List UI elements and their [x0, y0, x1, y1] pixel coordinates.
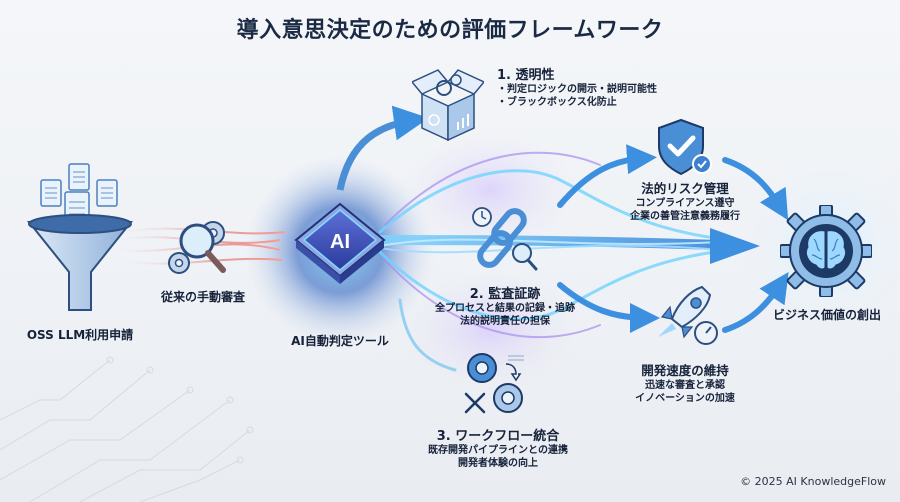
- outcome-point: 企業の善管注意義務履行: [630, 211, 740, 222]
- output-label: ビジネス価値の創出: [772, 308, 881, 322]
- open-box-gears-icon: [412, 69, 484, 142]
- criterion-point: ・判定ロジックの開示・説明可能性: [497, 84, 657, 95]
- criterion-title: 監査証跡: [488, 287, 541, 302]
- input-label: OSS LLM利用申請: [26, 328, 134, 342]
- criterion-point: 既存開発パイプラインとの連携: [428, 445, 568, 456]
- criterion-title: 透明性: [515, 68, 555, 83]
- manual-review-label: 従来の手動審査: [160, 290, 245, 304]
- criterion-number: 3.: [436, 429, 451, 444]
- criterion-workflow-integration: 3. ワークフロー統合 既存開発パイプラインとの連携 開発者体験の向上: [418, 425, 578, 470]
- criterion-point: 全プロセスと結果の記録・追跡: [435, 303, 575, 314]
- outcome-point: イノベーションの加速: [635, 393, 735, 404]
- criterion-point: ・ブラックボックス化防止: [497, 97, 617, 108]
- outcome-legal-risk: 法的リスク管理 コンプライアンス遵守 企業の善管注意義務履行: [615, 178, 755, 223]
- page-title: 導入意思決定のための評価フレームワーク: [236, 18, 664, 43]
- criterion-audit-trail: 2. 監査証跡 全プロセスと結果の記録・追跡 法的説明責任の担保: [430, 283, 580, 328]
- brain-gear-icon: [780, 205, 872, 297]
- ai-tool-label: AI自動判定ツール: [291, 334, 389, 348]
- outcome-title: 法的リスク管理: [641, 181, 729, 196]
- criterion-title: ワークフロー統合: [455, 429, 560, 444]
- ai-chip-icon: AI: [294, 202, 386, 284]
- criterion-number: 1.: [497, 68, 511, 83]
- funnel-documents-icon: [26, 163, 134, 311]
- gears-wrench-icon: [464, 353, 524, 414]
- outcome-title: 開発速度の維持: [641, 363, 729, 378]
- outcome-dev-speed: 開発速度の維持 迅速な審査と承認 イノベーションの加速: [620, 360, 750, 405]
- copyright: © 2025 AI KnowledgeFlow: [740, 475, 886, 488]
- criterion-transparency: 1. 透明性 ・判定ロジックの開示・説明可能性 ・ブラックボックス化防止: [497, 64, 657, 109]
- outcome-point: 迅速な審査と承認: [645, 380, 725, 391]
- magnifier-gears-icon: [168, 221, 226, 274]
- criterion-number: 2.: [469, 287, 484, 302]
- rocket-gauge-icon: [658, 285, 718, 345]
- ai-chip-text: AI: [330, 231, 350, 253]
- criterion-point: 法的説明責任の担保: [460, 316, 550, 327]
- shield-check-icon: [658, 118, 712, 176]
- outcome-point: コンプライアンス遵守: [635, 198, 735, 209]
- criterion-point: 開発者体験の向上: [458, 458, 538, 469]
- chain-link-clock-icon: [472, 207, 538, 271]
